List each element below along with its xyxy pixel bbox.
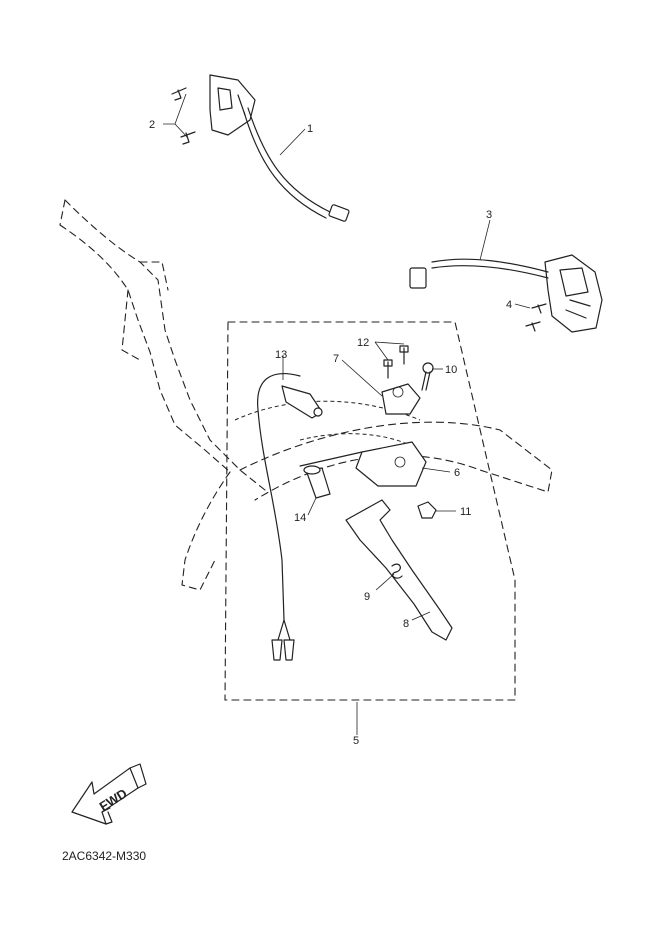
diagram-code: 2AC6342-M330	[62, 849, 147, 863]
part-6-bracket	[299, 441, 427, 487]
callout-9: 9	[364, 591, 370, 603]
callout-2: 2	[149, 119, 155, 131]
kit-boundary	[224, 321, 516, 701]
part-7-clamp	[381, 383, 421, 415]
callout-7: 7	[333, 353, 339, 365]
part-2-screws	[171, 87, 196, 145]
part-10-bolt	[421, 362, 434, 391]
fwd-arrow-icon: FWD	[71, 763, 147, 825]
leader-lines	[163, 93, 531, 735]
part-1-switch-cover	[209, 74, 350, 222]
callout-14: 14	[294, 512, 306, 524]
callout-5: 5	[353, 735, 359, 747]
part-3-switch-assembly	[409, 254, 603, 333]
callout-11: 11	[460, 506, 471, 518]
part-13-clutch-switch	[257, 373, 323, 661]
part-11-nut	[417, 501, 437, 519]
part-14-pivot	[303, 465, 331, 499]
callout-3: 3	[486, 209, 492, 221]
callout-8: 8	[403, 618, 409, 630]
part-9-spring	[391, 563, 403, 579]
callout-10: 10	[445, 364, 457, 376]
callout-labels: 1 2 3 4 5 6 7 8 9 10 11 12 13 14	[149, 119, 512, 747]
part-12-bolts	[383, 345, 409, 379]
handlebar-outline	[59, 199, 553, 591]
callout-1: 1	[307, 123, 313, 135]
callout-6: 6	[454, 467, 460, 479]
part-4-screws	[525, 303, 547, 332]
callout-4: 4	[506, 299, 512, 311]
callout-13: 13	[275, 349, 287, 361]
callout-12: 12	[357, 337, 369, 349]
